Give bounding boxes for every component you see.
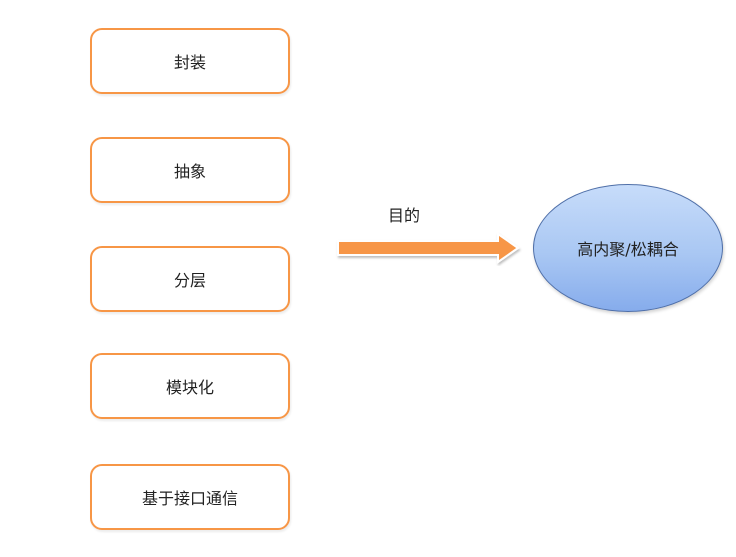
concept-box-encapsulation: 封装: [90, 28, 290, 94]
concept-box-interface-communication: 基于接口通信: [90, 464, 290, 530]
concept-box-layering: 分层: [90, 246, 290, 312]
concept-label: 封装: [173, 53, 206, 72]
concept-box-abstraction: 抽象: [90, 137, 290, 203]
goal-ellipse: 高内聚/松耦合: [533, 184, 723, 312]
concept-label: 基于接口通信: [141, 489, 238, 508]
arrow-label: 目的: [388, 206, 421, 225]
concept-label: 抽象: [173, 162, 206, 181]
concept-label: 模块化: [165, 378, 214, 397]
concept-box-modularization: 模块化: [90, 353, 290, 419]
concept-label: 分层: [173, 271, 206, 290]
right-arrow-icon: [337, 232, 520, 264]
goal-label: 高内聚/松耦合: [577, 240, 679, 259]
